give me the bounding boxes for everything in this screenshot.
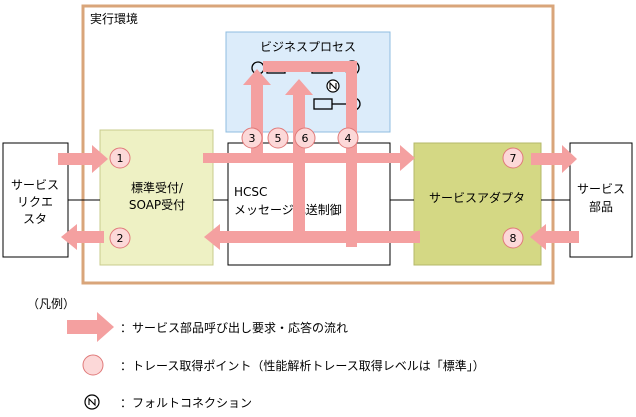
- trace-points: 1 2 3 5 6 4 7 8: [109, 127, 524, 249]
- execution-environment-label: 実行環境: [90, 11, 138, 26]
- legend-trace-point-text: ：トレース取得ポイント（性能解析トレース取得レベルは「標準」）: [120, 358, 485, 373]
- trace-point-8-label: 8: [510, 232, 517, 245]
- flow-arrow-to-adapter: [203, 145, 415, 171]
- business-process-label: ビジネスプロセス: [260, 40, 356, 54]
- service-requester-box: [2, 142, 69, 258]
- trace-point-2: 2: [109, 227, 131, 249]
- hcsc-label-line2: メッセージ配送制御: [234, 202, 342, 217]
- legend: （凡例） ：サービス部品呼び出し要求・応答の流れ ：トレース取得ポイント（性能解…: [27, 297, 485, 410]
- trace-point-7: 7: [502, 147, 524, 169]
- service-component-label-line1: サービス: [577, 182, 625, 196]
- flow-bar-bp-top: [263, 61, 357, 72]
- flow-arrow-to-component: [531, 145, 577, 173]
- trace-point-1-label: 1: [117, 152, 124, 165]
- trace-point-2-label: 2: [117, 232, 124, 245]
- service-requester-label-line2: リクエ: [17, 195, 53, 209]
- trace-point-4: 4: [337, 127, 359, 149]
- trace-point-4-label: 4: [345, 132, 352, 145]
- legend-arrow-text: ：サービス部品呼び出し要求・応答の流れ: [120, 320, 348, 335]
- flow-arrow-bp-up-mid: [285, 79, 313, 243]
- service-requester-label-line3: スタ: [23, 212, 47, 226]
- legend-trace-point-icon: [82, 354, 104, 376]
- trace-point-3: 3: [241, 127, 263, 149]
- flow-arrow-request-in: [58, 145, 108, 173]
- legend-title: （凡例）: [27, 297, 75, 311]
- trace-point-3-label: 3: [249, 132, 256, 145]
- fault-connection-icon: [326, 79, 340, 93]
- trace-point-5: 5: [267, 127, 289, 149]
- trace-point-7-label: 7: [510, 152, 517, 165]
- service-component-box: [569, 142, 633, 258]
- service-component-label-line2: 部品: [589, 199, 613, 214]
- trace-point-1: 1: [109, 147, 131, 169]
- legend-fault-connection-icon: [84, 394, 100, 410]
- standard-receiver-label-line2: SOAP受付: [129, 198, 185, 212]
- hcsc-label-line1: HCSC: [234, 185, 267, 199]
- trace-point-6: 6: [294, 127, 316, 149]
- flow-arrow-bp-up-left: [243, 69, 271, 157]
- hcsc-box: [227, 142, 391, 266]
- service-adapter-label: サービスアダプタ: [429, 190, 525, 205]
- service-requester-label-line1: サービス: [11, 178, 59, 192]
- flow-arrow-from-component: [530, 224, 579, 250]
- legend-arrow-icon: [67, 312, 114, 342]
- legend-fault-connection-text: ：フォルトコネクション: [120, 396, 252, 410]
- standard-receiver-label-line1: 標準受付/: [131, 180, 184, 195]
- flow-bar-bp-right: [346, 61, 357, 247]
- trace-point-6-label: 6: [302, 132, 309, 145]
- trace-point-5-label: 5: [275, 132, 282, 145]
- flow-bar-bp-bottom: [293, 233, 357, 243]
- flow-arrow-response-out: [61, 224, 104, 250]
- execution-environment-box: [81, 4, 555, 285]
- trace-point-8: 8: [502, 227, 524, 249]
- flow-arrows: [58, 61, 579, 250]
